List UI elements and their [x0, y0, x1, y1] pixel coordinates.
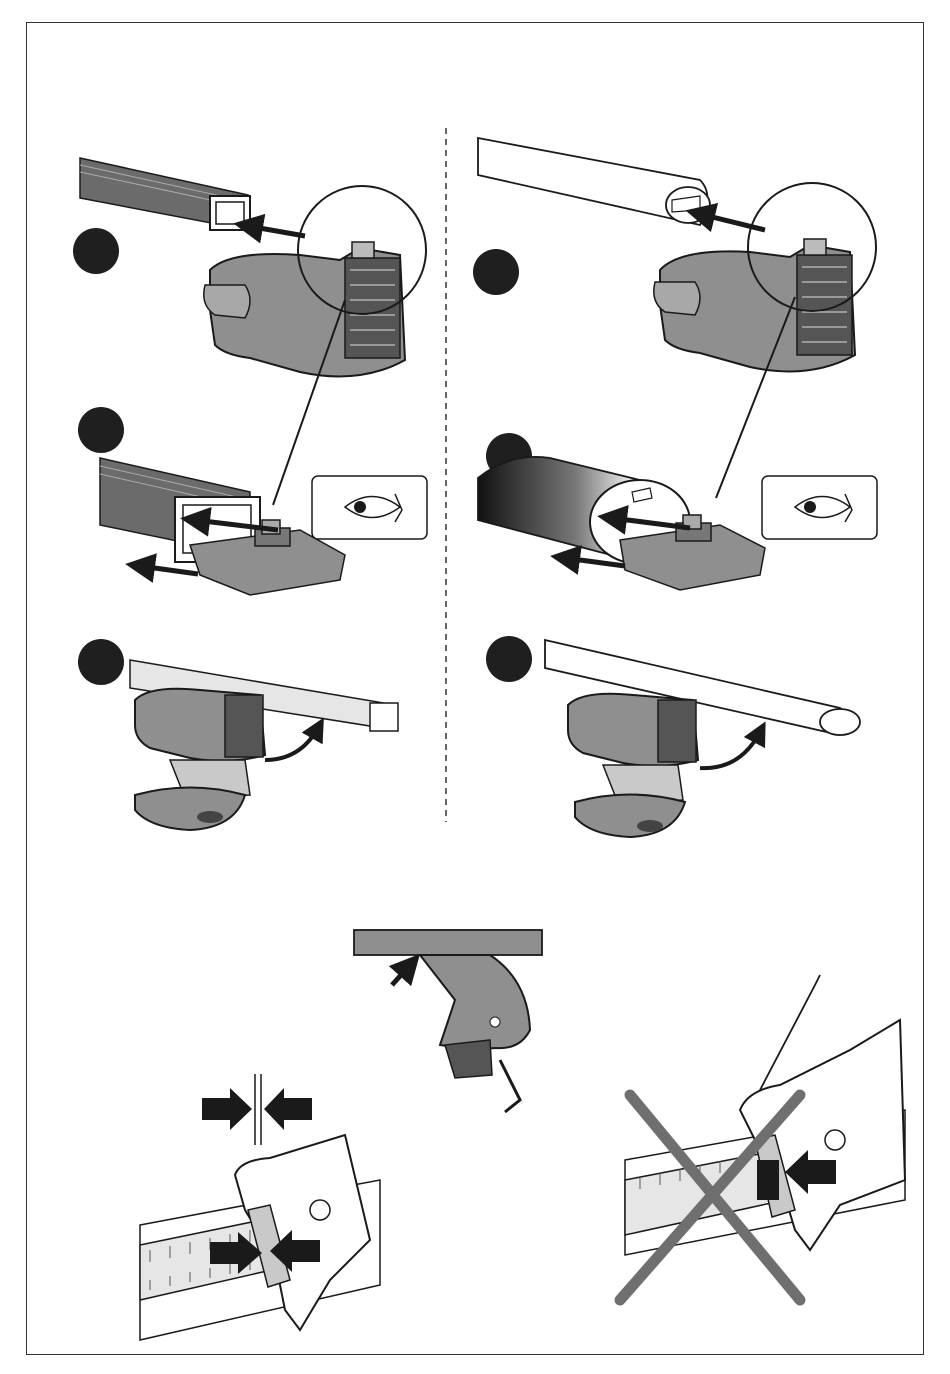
- step-1-marker-left: [73, 228, 119, 274]
- foot-step1-right: [654, 239, 855, 371]
- aero-bar-step1: [478, 138, 710, 225]
- step-1-marker-right: [473, 249, 519, 295]
- eye-icon: [312, 476, 427, 539]
- step-3-marker-left: [78, 639, 124, 685]
- eye-icon: [762, 476, 877, 539]
- foot-step3-left: [135, 689, 265, 830]
- step-2-marker-left: [78, 407, 124, 453]
- rotate-arrow-right-3: [700, 732, 760, 768]
- foot-step1-left: [204, 242, 405, 376]
- slide-arrow-left-2b: [140, 566, 198, 574]
- correct-gap-detail: [140, 1074, 380, 1340]
- square-bar-step1: [80, 158, 250, 230]
- allen-key-detail: [354, 930, 542, 1112]
- insert-arrow-left-1: [248, 226, 305, 236]
- incorrect-gap-detail: [620, 975, 905, 1300]
- rotate-arrow-left-3: [265, 728, 318, 760]
- foot-step3-right: [568, 694, 698, 837]
- step-3-marker-right: [486, 636, 532, 682]
